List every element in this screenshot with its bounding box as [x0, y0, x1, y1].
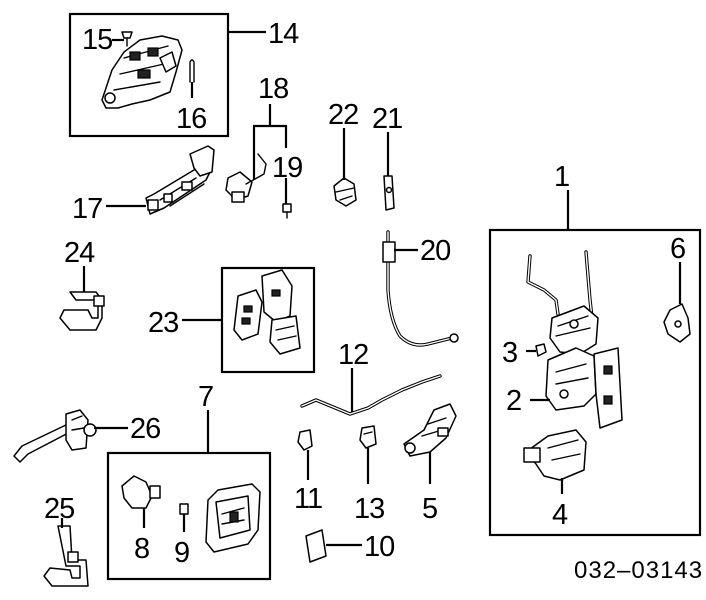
callout-18: 18: [258, 73, 288, 105]
latch-2: [545, 347, 623, 429]
callout-24: 24: [64, 237, 95, 269]
callout-14: 14: [268, 18, 299, 50]
cable-20: [382, 230, 459, 347]
callout-1: 1: [554, 161, 569, 193]
frame-door-latch: [488, 228, 702, 537]
clip-9: [179, 503, 189, 515]
screw-15: [121, 31, 133, 47]
rod-holder-17: [145, 145, 215, 215]
callout-10: 10: [364, 531, 394, 563]
bracket-23: [233, 269, 301, 355]
spring-pin-16: [189, 59, 195, 83]
leader-lines: [60, 30, 682, 547]
callout-20: 20: [420, 235, 450, 267]
clip-19: [282, 203, 292, 219]
callout-23: 23: [148, 307, 178, 339]
callout-26: 26: [130, 413, 160, 445]
door-lock-assembly-1: [526, 250, 599, 355]
callout-6: 6: [670, 233, 685, 265]
inner-handle-7: [205, 483, 261, 553]
frame-outer-handle: [68, 12, 230, 138]
frame-inner-handle: [106, 451, 272, 581]
callout-9: 9: [174, 537, 189, 569]
callout-5: 5: [422, 493, 437, 525]
callout-12: 12: [338, 339, 368, 371]
hinge-25: [43, 525, 89, 587]
callout-3: 3: [502, 337, 517, 369]
callout-2: 2: [506, 385, 521, 417]
callout-25: 25: [44, 493, 74, 525]
callout-16: 16: [176, 103, 206, 135]
door-checker-26: [13, 409, 97, 463]
screw-3: [535, 343, 547, 357]
callout-15: 15: [82, 24, 112, 56]
striker-6: [663, 303, 691, 343]
callout-19: 19: [272, 152, 302, 184]
actuator-5: [403, 403, 457, 457]
actuator-18: [225, 153, 267, 203]
hinge-24: [59, 291, 105, 331]
callout-labels: 15 14 16 18 19 22 21 17 24 20 1 6 23 12 …: [44, 18, 703, 584]
callout-21: 21: [372, 103, 402, 135]
outer-door-handle: [101, 35, 183, 109]
clip-11: [297, 429, 313, 451]
actuator-4: [523, 429, 587, 481]
callout-7: 7: [198, 381, 213, 413]
pad-10: [305, 529, 327, 563]
callout-22: 22: [328, 99, 358, 131]
cable-21: [383, 175, 395, 211]
rod-end-8: [121, 475, 161, 509]
clip-22: [333, 177, 357, 207]
diagram-code: 032–03143: [574, 557, 703, 584]
callout-11: 11: [294, 483, 322, 515]
callout-4: 4: [552, 499, 568, 531]
rod-12: [300, 374, 442, 416]
callout-17: 17: [72, 193, 102, 225]
clip-13: [359, 425, 377, 449]
callout-8: 8: [134, 533, 149, 565]
callout-13: 13: [354, 493, 384, 525]
